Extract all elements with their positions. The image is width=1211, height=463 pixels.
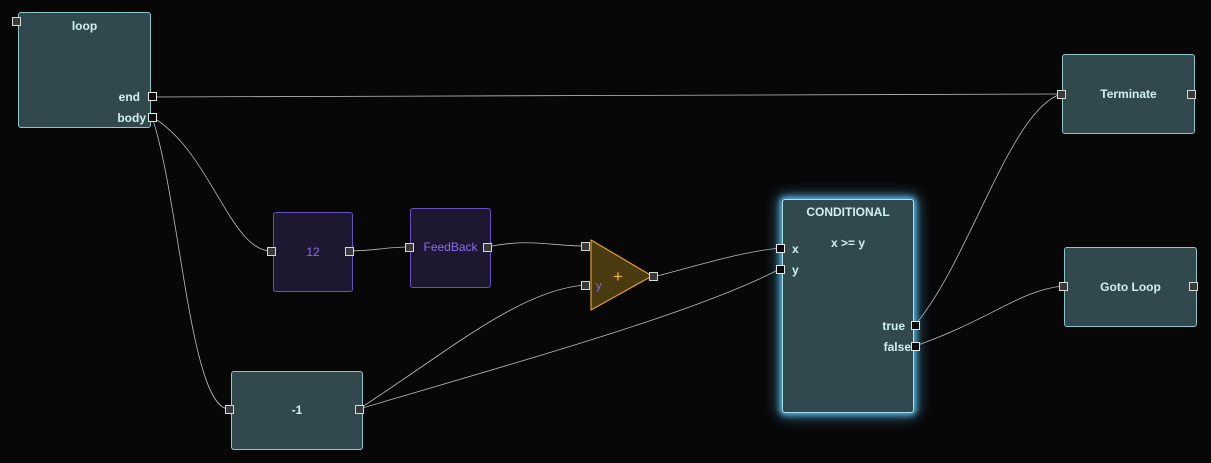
conditional-true-label: true [882, 319, 905, 333]
terminate-title: Terminate [1100, 87, 1157, 101]
wire-loop-end-to-terminate[interactable] [151, 93, 1062, 98]
loop-end-port[interactable] [148, 92, 157, 101]
conditional-title: CONDITIONAL [806, 205, 890, 219]
constant-neg1-out-port[interactable] [355, 405, 364, 414]
wire-neg1-to-adder-y[interactable] [358, 284, 586, 410]
adder-in-x-port[interactable] [581, 242, 590, 251]
goto-loop-in-port[interactable] [1059, 282, 1068, 291]
wire-neg1-to-conditional-y[interactable] [358, 268, 781, 410]
loop-body-port[interactable] [148, 113, 157, 122]
wire-loop-body-to-12[interactable] [151, 116, 272, 252]
adder-in-y-port[interactable] [581, 281, 590, 290]
constant-neg1-value: -1 [291, 403, 303, 417]
loop-in-port[interactable] [12, 17, 21, 26]
wire-feedback-to-adder[interactable] [486, 242, 586, 248]
conditional-y-port[interactable] [776, 265, 785, 274]
conditional-false-port[interactable] [911, 342, 920, 351]
loop-node[interactable]: loop end body [18, 12, 151, 128]
conditional-node[interactable]: CONDITIONAL x >= y x y true false [782, 199, 914, 413]
goto-loop-out-port[interactable] [1189, 282, 1198, 291]
adder-y-label: y [596, 280, 602, 292]
conditional-true-port[interactable] [911, 321, 920, 330]
loop-body-label: body [117, 111, 146, 125]
conditional-expression: x >= y [830, 236, 866, 250]
goto-loop-node[interactable]: Goto Loop [1064, 247, 1197, 327]
feedback-in-port[interactable] [405, 243, 414, 252]
terminate-in-port[interactable] [1057, 90, 1066, 99]
loop-end-label: end [118, 90, 140, 104]
constant-neg1-node[interactable]: -1 [231, 371, 363, 450]
adder-out-port[interactable] [649, 272, 658, 281]
wire-true-to-terminate[interactable] [914, 93, 1062, 326]
constant-12-node[interactable]: 12 [273, 212, 353, 292]
loop-title: loop [71, 19, 98, 33]
adder-node[interactable]: + y [588, 238, 658, 312]
adder-shape [590, 239, 653, 311]
feedback-node[interactable]: FeedBack [410, 208, 491, 288]
goto-loop-title: Goto Loop [1100, 280, 1161, 294]
conditional-y-label: y [792, 263, 799, 277]
feedback-out-port[interactable] [483, 243, 492, 252]
constant-12-value: 12 [306, 245, 320, 259]
constant-neg1-in-port[interactable] [225, 405, 234, 414]
conditional-x-label: x [792, 242, 799, 256]
constant-12-in-port[interactable] [267, 247, 276, 256]
terminate-out-port[interactable] [1187, 90, 1196, 99]
adder-plus-symbol: + [613, 267, 623, 286]
wire-12-to-feedback[interactable] [348, 246, 410, 252]
feedback-title: FeedBack [423, 240, 478, 254]
terminate-node[interactable]: Terminate [1062, 54, 1195, 134]
constant-12-out-port[interactable] [345, 247, 354, 256]
wire-false-to-goto-loop[interactable] [914, 285, 1064, 347]
wire-loop-body-to-neg1[interactable] [151, 116, 230, 410]
conditional-x-port[interactable] [776, 244, 785, 253]
conditional-false-label: false [883, 340, 911, 354]
wire-adder-to-conditional-x[interactable] [652, 247, 781, 278]
